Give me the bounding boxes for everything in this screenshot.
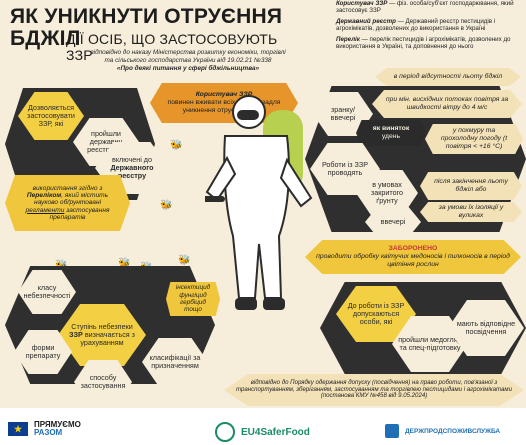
bottom-left-hex-purpose: класифікації за призначенням — [142, 338, 208, 386]
suit-body — [223, 135, 290, 299]
footer-mid-text: EU4SaferFood — [241, 426, 310, 438]
agency-logo-icon — [385, 424, 399, 438]
right-card-after-flight: після закінчення льоту бджіл або — [420, 172, 522, 200]
definition-item: Користувач ЗЗР — фіз. особа/суб'єкт госп… — [336, 0, 514, 15]
footer-partner-right: ДЕРЖПРОДСПОЖИВСЛУЖБА — [385, 418, 525, 444]
boot-right — [263, 298, 285, 310]
bee-icon: 🐝 — [118, 258, 131, 269]
center-instruction-text: повинен вживати всіх заходів задля уникн… — [167, 99, 281, 114]
forbidden-card: ЗАБОРОНЕНО проводити обробку квітучих ме… — [305, 240, 521, 274]
visor — [237, 110, 259, 120]
right-card-bee-absence: в період відсутності льоту бджіл — [375, 68, 521, 86]
right-card-temperature: у похмуру та прохолодну погоду (t повітр… — [425, 124, 523, 154]
bottom-left-hex-form: форми препарату — [14, 330, 72, 374]
eu-flag-icon: ★ — [8, 422, 28, 436]
left-usage-card: використання згідно з Переліком, який мі… — [5, 175, 130, 231]
bottom-left-hex-class: класу небезпечності — [18, 270, 76, 314]
page-title: ЯК УНИКНУТИ ОТРУЄННЯ БДЖІЛ — [10, 5, 283, 51]
spray-cloud — [205, 198, 211, 202]
footer-partner-left: ★ ПРЯМУЄМО РАЗОМ — [8, 417, 128, 441]
bottom-left-hex-degree: Ступінь небезпеки ЗЗР визначається з ура… — [58, 304, 146, 366]
definitions-panel: Користувач ЗЗР — фіз. особа/суб'єкт госп… — [336, 0, 522, 54]
footer-bar — [0, 408, 526, 445]
page-subtitle: ДІЇ ОСІБ, ЩО ЗАСТОСОВУЮТЬ ЗЗР — [66, 31, 278, 63]
definition-item: Перелік — перелік пестицидів і агрохімік… — [336, 35, 511, 51]
footer-left-line2: РАЗОМ — [34, 428, 63, 437]
bee-icon: 🐝 — [170, 140, 183, 151]
protective-suit-figure — [205, 95, 313, 310]
bee-icon: 🐝 — [160, 200, 173, 211]
footer-left-line1: ПРЯМУЄМО — [34, 419, 81, 429]
bottom-left-hex-use: способу застосування — [74, 360, 132, 404]
footer-right-text: ДЕРЖПРОДСПОЖИВСЛУЖБА — [405, 427, 501, 435]
legal-note-line: «Про деякі питання у сфері бджільництва» — [116, 65, 260, 72]
definition-item: Державний реєстр — Державний реєстр пест… — [336, 17, 496, 33]
boot-left — [235, 298, 257, 310]
arm-right — [279, 157, 313, 208]
right-hex-evening: ввечері — [365, 205, 421, 239]
right-card-exception: як виняток удень — [356, 120, 426, 146]
legal-note: відповідно до наказу Міністерства розвит… — [38, 49, 338, 73]
bottom-right-legal-card: відповідно до Порядку одержання допуску … — [224, 374, 524, 406]
forbidden-title: ЗАБОРОНЕНО — [388, 245, 438, 253]
forbidden-text: проводити обробку квітучих медоносів і п… — [316, 253, 510, 268]
sprayer-nozzle — [205, 196, 225, 202]
bee-icon: 🐝 — [178, 255, 191, 266]
insecticide-card: інсектицид фунгіцид гербіцид тощо — [166, 282, 220, 316]
legal-note-line: та сільського господарства України від 1… — [104, 57, 272, 64]
right-card-wind: при мін. висхідних потоках повітря за шв… — [372, 90, 522, 118]
bee-icon: 🐝 — [55, 260, 68, 271]
eu4safer-logo-icon — [215, 422, 235, 442]
right-card-isolation: за умови їх ізоляції у вуликах — [420, 202, 522, 222]
footer-partner-mid: EU4SaferFood — [215, 420, 335, 444]
left-hex-allowed: Дозволяється застосовувати ЗЗР, які — [18, 92, 84, 140]
center-instruction-lead: Користувач ЗЗР — [195, 91, 253, 99]
legal-note-line: відповідно до наказу Міністерства розвит… — [90, 49, 286, 56]
